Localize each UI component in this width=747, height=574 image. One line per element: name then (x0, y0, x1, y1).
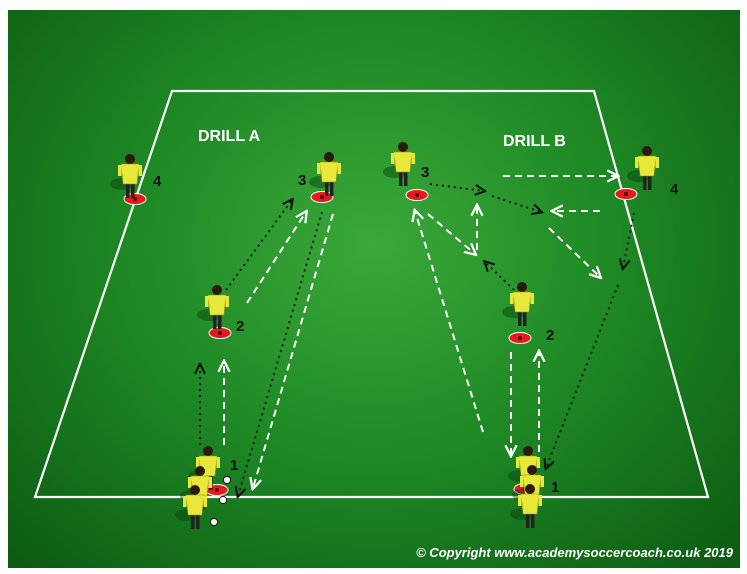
ball-icon (209, 475, 232, 527)
cone-number-a4: 4 (153, 173, 162, 190)
cone-number-b1: 1 (551, 479, 560, 496)
drill-a-title: DRILL A (198, 128, 261, 145)
copyright-notice: © Copyright www.academysoccercoach.co.uk… (416, 545, 733, 560)
drill-a-movements (200, 200, 334, 496)
cone-number-b2: 2 (546, 327, 555, 344)
drill-b-movements (415, 176, 635, 468)
cone-number-a3: 3 (298, 172, 307, 189)
field-boundary (33, 89, 710, 499)
cone-number-a1: 1 (230, 457, 239, 474)
cone-number-b3: 3 (421, 164, 430, 181)
cone-icon (123, 188, 638, 496)
player-icon (109, 141, 660, 530)
drill-b-title: DRILL B (503, 133, 566, 150)
pitch (8, 10, 740, 568)
cone-number-a2: 2 (236, 318, 245, 335)
cone-number-b4: 4 (670, 181, 679, 198)
